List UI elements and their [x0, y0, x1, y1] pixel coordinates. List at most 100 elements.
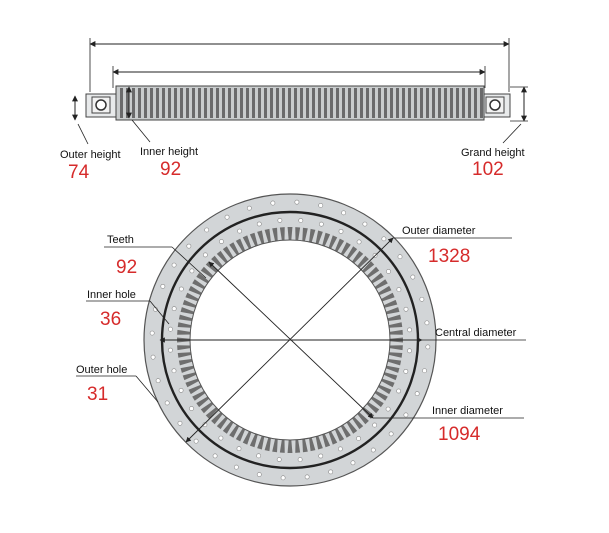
mounting-hole — [150, 354, 156, 360]
mounting-hole — [318, 203, 324, 208]
mounting-hole — [388, 431, 394, 437]
side-gear-tooth — [210, 88, 213, 118]
side-gear-tooth — [186, 88, 189, 118]
side-gear-tooth — [168, 88, 171, 118]
mounting-hole — [372, 422, 378, 428]
inner-diameter-label: Inner diameter — [432, 405, 503, 417]
mounting-hole — [171, 306, 177, 312]
mounting-hole — [403, 368, 409, 374]
side-gear-tooth — [462, 88, 465, 118]
side-gear-tooth — [294, 88, 297, 118]
side-gear-tooth — [144, 88, 147, 118]
outer-hole-value: 31 — [87, 384, 108, 405]
mounting-hole — [171, 262, 177, 268]
side-gear-tooth — [342, 88, 345, 118]
mounting-hole — [356, 436, 361, 441]
mounting-hole — [277, 218, 283, 223]
teeth-label: Teeth — [107, 234, 134, 246]
mounting-hole — [233, 464, 239, 470]
outer-height-value: 74 — [68, 162, 90, 183]
side-gear-tooth — [402, 88, 405, 118]
inner-hole-label: Inner hole — [87, 289, 136, 301]
side-gear-tooth — [366, 88, 369, 118]
mounting-hole — [246, 205, 252, 211]
inner-height-label: Inner height — [140, 146, 198, 158]
gear-tooth — [287, 439, 293, 453]
gear-tooth — [295, 227, 301, 241]
inner-height-value: 92 — [160, 159, 181, 180]
side-gear-tooth — [120, 88, 123, 118]
mounting-hole — [171, 368, 177, 374]
mounting-hole — [397, 254, 403, 260]
mounting-hole — [155, 378, 161, 384]
side-gear-tooth — [306, 88, 309, 118]
mounting-hole — [193, 438, 199, 444]
mounting-hole — [338, 446, 343, 452]
side-gear-tooth — [300, 88, 303, 118]
side-gear-tooth — [258, 88, 261, 118]
side-gear-tooth — [456, 88, 459, 118]
side-gear-tooth — [276, 88, 279, 118]
teeth-value: 92 — [116, 257, 137, 278]
outer-hole-leader — [135, 375, 159, 403]
top-view: Teeth 92 Inner hole 36 Outer hole 31 Out… — [76, 193, 526, 487]
side-gear-tooth — [228, 88, 231, 118]
side-gear-tooth — [282, 88, 285, 118]
side-gear-tooth — [432, 88, 435, 118]
mounting-hole — [178, 388, 184, 393]
mounting-hole — [294, 199, 300, 205]
side-gear-tooth — [372, 88, 375, 118]
mounting-hole — [177, 420, 183, 426]
mounting-hole — [350, 460, 356, 466]
mounting-hole — [328, 469, 334, 475]
side-gear-tooth — [450, 88, 453, 118]
mounting-hole — [212, 453, 218, 459]
mounting-hole — [422, 368, 427, 374]
side-gear-tooth — [198, 88, 201, 118]
mounting-hole — [178, 286, 184, 292]
outer-height-leader — [77, 123, 89, 145]
mounting-hole — [424, 320, 430, 326]
mounting-hole — [403, 306, 409, 312]
teeth-leader — [171, 246, 207, 279]
side-view: Outer height 74 Inner height 92 Grand he… — [60, 38, 528, 183]
mounting-hole — [236, 446, 242, 452]
side-gear-tooth — [468, 88, 471, 118]
outer-height-label: Outer height — [60, 149, 121, 161]
mounting-hole — [370, 447, 376, 453]
mounting-hole — [204, 227, 210, 233]
grand-height-label: Grand height — [461, 147, 525, 159]
gear-tooth — [279, 439, 285, 453]
side-gear-tooth — [336, 88, 339, 118]
mounting-hole — [385, 406, 391, 412]
mounting-hole — [425, 344, 431, 350]
side-gear-tooth — [204, 88, 207, 118]
side-gear-tooth — [216, 88, 219, 118]
side-gear-tooth — [222, 88, 225, 118]
side-gear-tooth — [240, 88, 243, 118]
side-gear-tooth — [480, 88, 483, 118]
mounting-hole — [407, 327, 412, 333]
mounting-hole — [403, 412, 409, 418]
inner-diameter-value: 1094 — [438, 424, 481, 445]
mounting-hole — [396, 388, 402, 394]
outer-diameter-value: 1328 — [428, 246, 470, 267]
grand-height-leader — [502, 123, 522, 144]
side-gear-tooth — [378, 88, 381, 118]
side-gear-tooth — [156, 88, 159, 118]
mounting-hole — [386, 269, 391, 274]
side-gear-tooth — [426, 88, 429, 118]
mounting-hole — [356, 239, 362, 245]
side-gear-tooth — [318, 88, 321, 118]
side-gear-tooth — [408, 88, 411, 118]
side-gear-tooth — [162, 88, 165, 118]
mounting-hole — [160, 283, 166, 289]
mounting-hole — [419, 296, 425, 302]
side-gear-tooth — [150, 88, 153, 118]
outer-diameter-label: Outer diameter — [402, 225, 476, 237]
mounting-hole — [298, 218, 304, 223]
mounting-hole — [256, 221, 262, 227]
side-gear-tooth — [330, 88, 333, 118]
side-gear-tooth — [252, 88, 255, 118]
